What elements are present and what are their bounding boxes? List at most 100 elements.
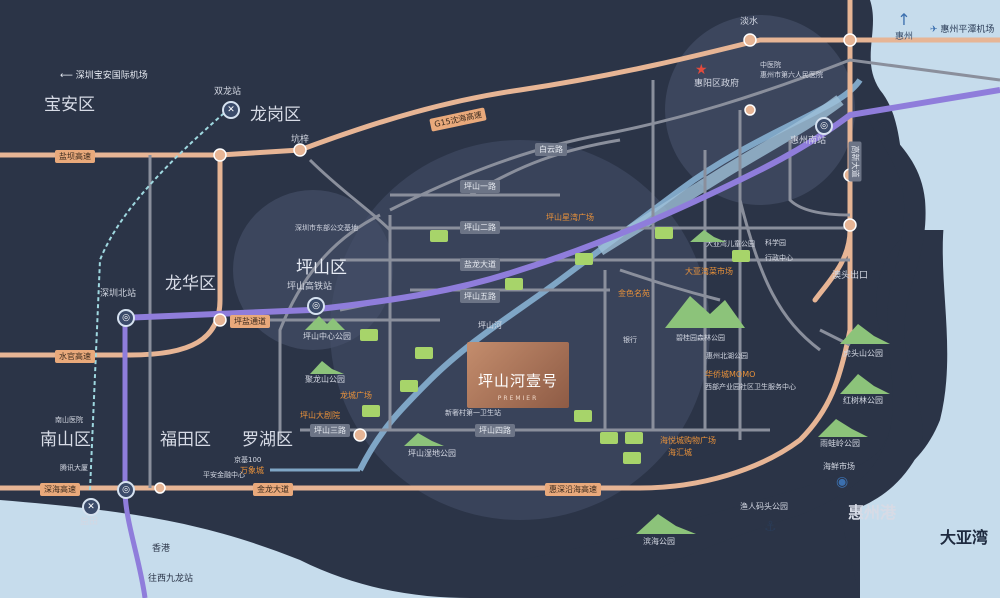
station-west-kowloon: 往西九龙站	[148, 574, 194, 584]
poi-guangchang: 坪山星湾广场	[546, 213, 594, 222]
road-label-yanlong: 盐龙大道	[460, 258, 500, 271]
hill-icon	[636, 514, 696, 534]
hill-icon	[818, 419, 868, 437]
park-tag-icon	[600, 432, 618, 444]
poi-huiyang-gov-label: 惠阳区政府	[694, 79, 740, 89]
poi-kexue: 科学园	[765, 239, 786, 247]
poi-yuwanshan: 雨蛙岭公园	[820, 439, 860, 448]
hill-icon	[305, 316, 345, 330]
poi-jinhai: 京基100	[234, 456, 262, 464]
road-g15	[0, 37, 1000, 158]
metro-icon-shuanglong: ✕	[222, 101, 240, 119]
sea-bay	[650, 0, 1000, 598]
road-yanba	[0, 152, 223, 358]
road-label-baiyun: 白云路	[535, 143, 567, 156]
poi-people6: 惠州市第六人民医院	[760, 71, 823, 79]
huizhou-airport-label: 惠州平潭机场	[940, 25, 995, 35]
rail-icon-huizhou-south: ◎	[815, 117, 833, 135]
coast-land	[520, 100, 917, 598]
district-pingshan: 坪山区	[296, 258, 347, 278]
road-label-shenhai: 深海高速	[40, 483, 80, 496]
station-shuanglong: 双龙站	[214, 87, 242, 97]
district-nanshan: 南山区	[40, 430, 91, 450]
north-arrow: ↑ 惠州	[895, 10, 913, 42]
road-label-jinlong: 金龙大道	[253, 483, 293, 496]
station-kengzi: 坑梓	[291, 135, 310, 145]
poi-haiyue: 海悦城购物广场	[660, 436, 716, 445]
poi-pingshan-river: 坪山河	[478, 321, 502, 330]
glow-huiyang	[665, 15, 855, 205]
district-luohu: 罗湖区	[242, 430, 293, 450]
huizhou-airport: ✈ 惠州平潭机场	[930, 22, 994, 35]
poi-wetland: 坪山湿地公园	[408, 449, 456, 458]
station-pingshan-hsr: 坪山高铁站	[287, 282, 333, 292]
poi-xinsheng: 新奢村第一卫生站	[445, 409, 501, 417]
poi-jiutian: 坪山大剧院	[300, 411, 340, 420]
road-label-huizhou-shenzhen: 惠深沿海高速	[545, 483, 601, 496]
poi-jiachen: 深圳市东部公交基地	[295, 224, 358, 232]
district-longgang: 龙岗区	[250, 105, 301, 125]
poi-binhai: 滨海公园	[643, 537, 675, 546]
plane-icon: ✈	[930, 25, 938, 35]
rail-icon-futian: ◎	[117, 481, 135, 499]
airport-arrow-west: ⟵ 深圳宝安国际机场	[60, 68, 148, 81]
road-label-road2: 坪山二路	[460, 221, 500, 234]
poi-lijia: 西部产业园社区卫生服务中心	[705, 383, 796, 391]
sea-north	[870, 0, 1000, 230]
park-tag-icon	[400, 380, 418, 392]
station-shenzhen-north: 深圳北站	[100, 289, 137, 299]
road-label-pingyan: 坪盐通道	[230, 315, 270, 328]
park-tag-icon	[575, 253, 593, 265]
poi-longcheng: 龙城广场	[340, 391, 372, 400]
poi-nanshan-hosp: 南山医院	[55, 416, 83, 424]
sea-south	[0, 500, 470, 598]
project-name: 坪山河壹号	[477, 372, 558, 390]
district-futian: 福田区	[160, 430, 211, 450]
poi-pingan: 平安金融中心	[203, 471, 245, 479]
poi-hongshulin: 红树林公园	[843, 396, 883, 405]
road-label-road3: 坪山三路	[310, 424, 350, 437]
road-label-road4: 坪山四路	[475, 424, 515, 437]
hill-icon	[665, 296, 745, 328]
park-tag-icon	[415, 347, 433, 359]
rail-line	[119, 87, 1000, 321]
hill-icon	[690, 230, 726, 242]
fish-icon: ◉	[836, 474, 849, 490]
park-tag-icon	[655, 227, 673, 239]
park-tag-icon	[360, 329, 378, 341]
poi-hulushan: 虎头山公园	[843, 349, 883, 358]
station-hongkong: 香港	[152, 544, 171, 554]
poi-yuren: 渔人码头公园	[740, 502, 788, 511]
road-label-shuiguan: 水官高速	[55, 350, 95, 363]
poi-haixian: 海鲜市场	[823, 462, 855, 471]
park-tag-icon	[505, 278, 523, 290]
anchor-icon: ⚓	[764, 519, 777, 535]
arrow-left-icon: ⟵	[60, 71, 76, 81]
poi-tencent: 腾讯大厦	[60, 464, 88, 472]
poi-bank: 银行	[623, 336, 637, 344]
road-label-road5: 坪山五路	[460, 290, 500, 303]
metro-dashed	[89, 107, 231, 491]
junction-dots	[154, 33, 857, 494]
arrow-up-icon: ↑	[897, 10, 911, 29]
poi-xingzheng: 行政中心	[765, 254, 793, 262]
poi-huizhou-port: 惠州港	[848, 503, 897, 522]
poi-pingshan-center: 坪山中心公园	[303, 332, 351, 341]
park-tag-icon	[362, 405, 380, 417]
poi-zhongyiyuan: 中医院	[760, 61, 781, 69]
rail-icon-shenzhen-north: ◎	[117, 309, 135, 327]
poi-mocha: 华侨城MOMO	[705, 370, 756, 379]
road-label-yanba: 盐坝高速	[55, 150, 95, 163]
poi-market: 大亚湾菜市场	[685, 267, 733, 276]
poi-wanxiang: 万象城	[240, 466, 264, 475]
district-longhua: 龙华区	[165, 274, 216, 294]
poi-haihui: 海汇城	[668, 448, 692, 457]
poi-jinxiu: 金色名苑	[618, 289, 650, 298]
road-label-road1: 坪山一路	[460, 180, 500, 193]
project-card[interactable]: 坪山河壹号 PREMIER	[467, 342, 569, 408]
hill-icon	[840, 324, 890, 344]
metro-icon-yitian: ✕	[82, 498, 100, 516]
north-label: 惠州	[895, 32, 914, 42]
rail-icon-pingshan: ◎	[307, 297, 325, 315]
